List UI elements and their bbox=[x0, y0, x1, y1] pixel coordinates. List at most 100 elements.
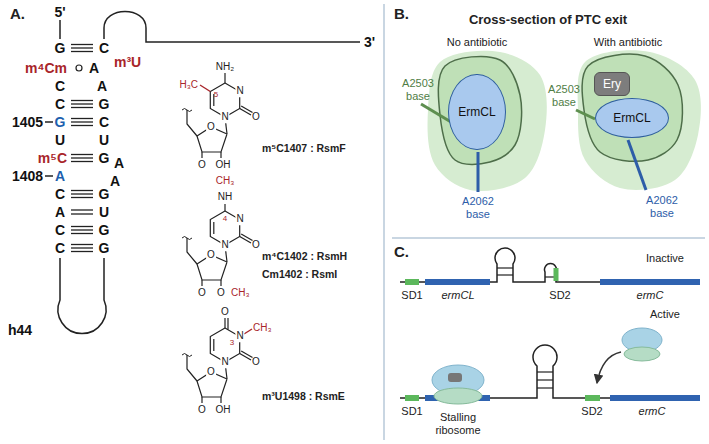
ermcl-gene bbox=[425, 279, 490, 285]
backbone-bond bbox=[187, 238, 197, 264]
carbonyl-bond bbox=[240, 354, 251, 361]
label: 3' bbox=[364, 34, 375, 50]
small-subunit bbox=[434, 388, 482, 404]
label: NH₂ bbox=[216, 61, 234, 73]
label: With antibiotic bbox=[594, 36, 662, 49]
carbonyl-bond bbox=[241, 106, 252, 113]
base-pair-bond bbox=[71, 125, 93, 126]
label: O bbox=[206, 366, 216, 378]
label: OH bbox=[216, 404, 231, 416]
node-text: Ery bbox=[603, 77, 621, 91]
ermc-gene bbox=[610, 395, 700, 401]
label: O bbox=[221, 306, 229, 318]
label: A bbox=[55, 204, 65, 220]
label: A2503 base bbox=[543, 83, 585, 108]
label: NH bbox=[218, 191, 232, 203]
node-text: ErmCL bbox=[458, 105, 495, 119]
label: Inactive bbox=[646, 252, 684, 265]
wobble-pair bbox=[76, 65, 82, 71]
label: 3 bbox=[230, 338, 234, 347]
callout-line bbox=[45, 121, 53, 123]
label: G bbox=[99, 96, 110, 112]
base-pair-bond bbox=[71, 44, 93, 45]
label: OH bbox=[216, 159, 231, 171]
ermc-gene bbox=[600, 279, 700, 285]
backbone-bond bbox=[201, 397, 202, 403]
label: C bbox=[55, 222, 65, 238]
label: m³U bbox=[114, 54, 141, 70]
label: O bbox=[198, 404, 206, 416]
base-pair-bond bbox=[71, 226, 93, 227]
label: A bbox=[55, 168, 65, 184]
base-pair-bond bbox=[71, 193, 93, 194]
label: N bbox=[235, 330, 244, 342]
label: Cm1402 : RsmI bbox=[262, 268, 337, 280]
tunnel-lumen bbox=[582, 54, 682, 161]
panel-divider bbox=[383, 4, 385, 440]
methyl-bond bbox=[244, 329, 252, 334]
base-pair-bond bbox=[71, 157, 93, 158]
label: C bbox=[55, 186, 65, 202]
label: A bbox=[114, 155, 124, 171]
label: G bbox=[99, 240, 110, 256]
label: B. bbox=[394, 5, 409, 22]
base-pair-bond bbox=[71, 154, 93, 155]
label: Cross-section of PTC exit bbox=[469, 13, 627, 28]
a2062-base bbox=[477, 152, 480, 192]
label: O bbox=[206, 249, 216, 261]
label: C bbox=[55, 240, 65, 256]
backbone-bond bbox=[187, 110, 197, 136]
small-subunit bbox=[624, 347, 660, 361]
stem-pair bbox=[537, 371, 553, 372]
label: 1405 bbox=[12, 114, 43, 130]
base-pair-bond bbox=[71, 161, 93, 162]
label: G bbox=[99, 150, 110, 166]
carbonyl-bond bbox=[240, 109, 251, 116]
panel-divider bbox=[392, 237, 705, 239]
base-pair-bond bbox=[71, 229, 93, 230]
label: 4 bbox=[223, 214, 227, 223]
label: O bbox=[252, 111, 260, 123]
label: CH₃ bbox=[216, 175, 235, 187]
sd1-site bbox=[405, 279, 419, 285]
base-pair-bond bbox=[71, 209, 93, 210]
callout-line bbox=[45, 175, 53, 177]
label: A2503 base bbox=[397, 77, 439, 102]
label: SD2 bbox=[549, 289, 570, 302]
stem-pair bbox=[497, 267, 513, 268]
hydroxyl-bond bbox=[220, 152, 221, 158]
label: SD1 bbox=[401, 405, 422, 418]
label: N bbox=[235, 85, 244, 97]
backbone-bond bbox=[201, 280, 202, 286]
label: O bbox=[198, 287, 206, 299]
drug-box: Ery bbox=[594, 72, 630, 96]
sd1-site bbox=[405, 395, 419, 401]
label: m⁴Cm bbox=[25, 60, 67, 76]
base-pair-bond bbox=[71, 190, 93, 191]
label: N bbox=[220, 239, 229, 251]
h44-loop bbox=[58, 258, 106, 334]
double-bond bbox=[213, 222, 214, 234]
label: C bbox=[55, 78, 65, 94]
strand-5prime bbox=[59, 20, 61, 39]
label: A bbox=[89, 60, 99, 76]
label: N bbox=[235, 213, 244, 225]
base-pair-bond bbox=[71, 197, 93, 198]
backbone-bond bbox=[201, 152, 202, 158]
base-pair-bond bbox=[71, 233, 93, 234]
recruit-arrow bbox=[597, 352, 621, 383]
base-pair-bond bbox=[71, 247, 93, 248]
base-pair-bond bbox=[71, 121, 93, 122]
base-pair-bond bbox=[71, 100, 93, 101]
stem-pair bbox=[497, 274, 513, 275]
label: U bbox=[55, 132, 65, 148]
base-pair-bond bbox=[71, 47, 93, 48]
backbone-break bbox=[182, 237, 192, 240]
base-pair-bond bbox=[71, 251, 93, 252]
label: 5 bbox=[214, 90, 218, 99]
label: CH₃ bbox=[253, 322, 272, 334]
label: G bbox=[99, 186, 110, 202]
label: CH₃ bbox=[231, 287, 250, 299]
label: G bbox=[55, 114, 66, 130]
